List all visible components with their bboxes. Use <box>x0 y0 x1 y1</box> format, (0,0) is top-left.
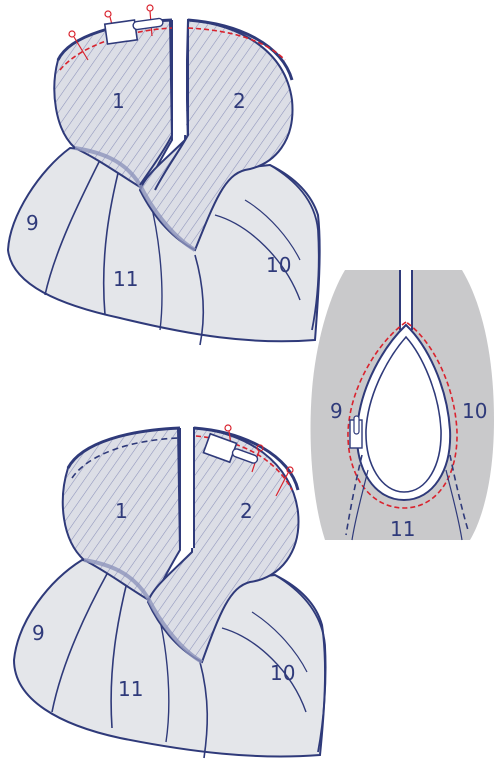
detail-label-11: 11 <box>390 517 415 541</box>
diagram-bottom: 1 2 9 10 11 <box>14 425 326 758</box>
top-label-9: 9 <box>26 211 39 235</box>
diagram-top: 1 2 9 10 11 <box>8 5 320 345</box>
bottom-label-10: 10 <box>270 661 295 685</box>
detail-label-9: 9 <box>330 399 343 423</box>
detail-clip-icon <box>350 416 362 448</box>
top-channel-gap <box>174 20 186 135</box>
top-label-1: 1 <box>112 89 125 113</box>
bottom-label-11: 11 <box>118 677 143 701</box>
bottom-label-2: 2 <box>240 499 253 523</box>
bottom-label-1: 1 <box>115 499 128 523</box>
detail-label-10: 10 <box>462 399 487 423</box>
diagram-detail: 9 10 11 <box>311 270 494 541</box>
bottom-label-9: 9 <box>32 621 45 645</box>
top-label-10: 10 <box>266 253 291 277</box>
top-label-11: 11 <box>113 267 138 291</box>
top-label-2: 2 <box>233 89 246 113</box>
